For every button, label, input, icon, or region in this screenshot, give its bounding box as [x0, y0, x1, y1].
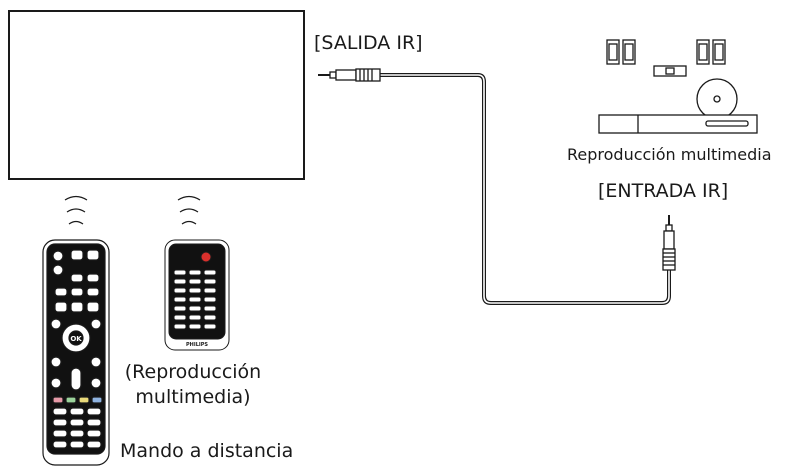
ir-in-label: [ENTRADA IR]	[598, 180, 729, 202]
ir-signal-waves-icon	[177, 195, 201, 225]
ir-out-label: [SALIDA IR]	[314, 32, 423, 54]
ok-button: OK	[70, 335, 82, 343]
small-remote-brand: PHILIPS	[186, 342, 208, 348]
media-remote-label-line2: multimedia)	[135, 386, 251, 408]
remote-control-label: Mando a distancia	[120, 440, 294, 462]
display-screen-icon	[8, 10, 305, 180]
media-remote-label: (Reproducción multimedia)	[118, 360, 268, 410]
audio-jack-icon	[662, 215, 676, 271]
ir-signal-waves-icon	[64, 195, 88, 225]
audio-jack-icon	[318, 68, 381, 82]
media-player-remote	[164, 239, 230, 351]
media-remote-label-line1: (Reproducción	[124, 361, 262, 383]
remote-brand: PHILIPS	[63, 457, 89, 464]
philips-remote-control	[42, 239, 110, 466]
media-player-label: Reproducción multimedia	[567, 145, 772, 164]
media-player-icon	[598, 39, 758, 134]
